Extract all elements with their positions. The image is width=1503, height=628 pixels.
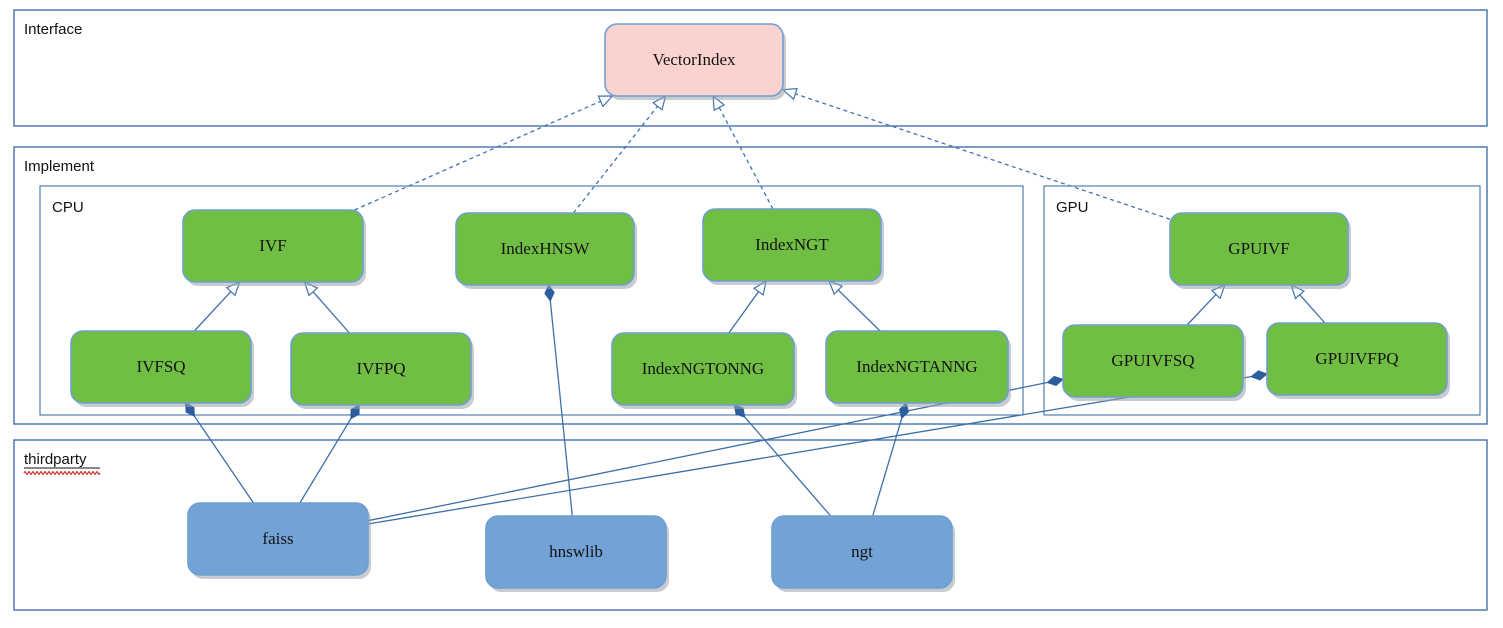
edge-line [354,100,601,211]
node-box[interactable] [187,502,369,576]
edge-line [549,300,573,517]
node-indexngtanng[interactable]: IndexNGTANNG [825,330,1011,407]
subgroup-cpu: CPU [39,185,1024,416]
edge-line [299,418,352,504]
edge-line [312,291,350,334]
node-vectorindex[interactable]: VectorIndex [604,23,786,100]
node-label: IndexNGTONNG [642,359,764,378]
subgroup-frame-cpu [39,185,1024,416]
node-label: IndexHNSW [501,239,591,258]
subgroup-label-cpu: CPU [52,199,84,216]
edge-faiss-to-gpuivfpq [367,370,1268,525]
node-ivfpq[interactable]: IVFPQ [290,332,474,409]
node-box[interactable] [485,515,667,589]
edge-ivf-to-vectorindex [354,95,614,211]
node-label: IVF [259,236,286,255]
subgroup-containers: CPU GPU [39,185,1481,416]
node-indexngt[interactable]: IndexNGT [702,208,884,285]
edge-line [872,418,903,517]
node-box[interactable] [1169,212,1349,286]
node-ivf[interactable]: IVF [182,209,366,286]
node-label: IndexNGT [755,235,829,254]
node-box[interactable] [611,332,795,406]
node-label: hnswlib [549,542,603,561]
node-box[interactable] [702,208,882,282]
node-ivfsq[interactable]: IVFSQ [70,330,254,407]
subgroup-label-gpu: GPU [1056,199,1089,216]
group-label-implement: Implement [24,158,95,175]
node-gpuivf[interactable]: GPUIVF [1169,212,1351,289]
node-label: VectorIndex [652,50,736,69]
node-box[interactable] [455,212,635,286]
node-box[interactable] [1062,324,1244,398]
node-gpuivfpq[interactable]: GPUIVFPQ [1266,322,1450,399]
node-gpuivfsq[interactable]: GPUIVFSQ [1062,324,1246,401]
node-box[interactable] [182,209,364,283]
node-label: IVFSQ [136,357,185,376]
node-label: GPUIVFSQ [1111,351,1194,370]
node-box[interactable] [825,330,1009,404]
node-faiss[interactable]: faiss [187,502,371,579]
node-hnswlib[interactable]: hnswlib [485,515,669,592]
node-box[interactable] [604,23,784,97]
edge-line [728,291,760,334]
node-label: GPUIVF [1228,239,1289,258]
node-label: IndexNGTANNG [856,357,977,376]
arrowhead-hollow-triangle [781,87,798,101]
edge-line [367,376,1252,525]
node-label: faiss [262,529,293,548]
node-label: GPUIVFPQ [1315,349,1398,368]
arrowhead-hollow-triangle [597,95,614,108]
arrowhead-filled-diamond [1250,370,1268,381]
subgroup-gpu: GPU [1043,185,1481,416]
node-box[interactable] [771,515,953,589]
node-label: ngt [851,542,873,561]
edge-line [193,415,255,504]
spellcheck-underline-thirdparty [23,471,101,475]
subgroup-frame-gpu [1043,185,1481,416]
node-box[interactable] [70,330,252,404]
node-indexngtonng[interactable]: IndexNGTONNG [611,332,797,409]
edge-line [1299,294,1326,324]
group-label-thirdparty: thirdparty [24,451,87,468]
arrowhead-filled-diamond [1046,375,1064,386]
group-label-interface: Interface [24,21,82,38]
edge-line [837,289,881,332]
node-box[interactable] [1266,322,1448,396]
node-indexhnsw[interactable]: IndexHNSW [455,212,637,289]
edge-line [193,291,232,332]
edge-line [1186,293,1217,326]
node-label: IVFPQ [356,359,405,378]
edge-line [744,416,832,517]
node-ngt[interactable]: ngt [771,515,955,592]
node-box[interactable] [290,332,472,406]
edge-line [795,93,1171,220]
edge-line [572,105,659,214]
edge-gpuivf-to-vectorindex [781,87,1171,220]
